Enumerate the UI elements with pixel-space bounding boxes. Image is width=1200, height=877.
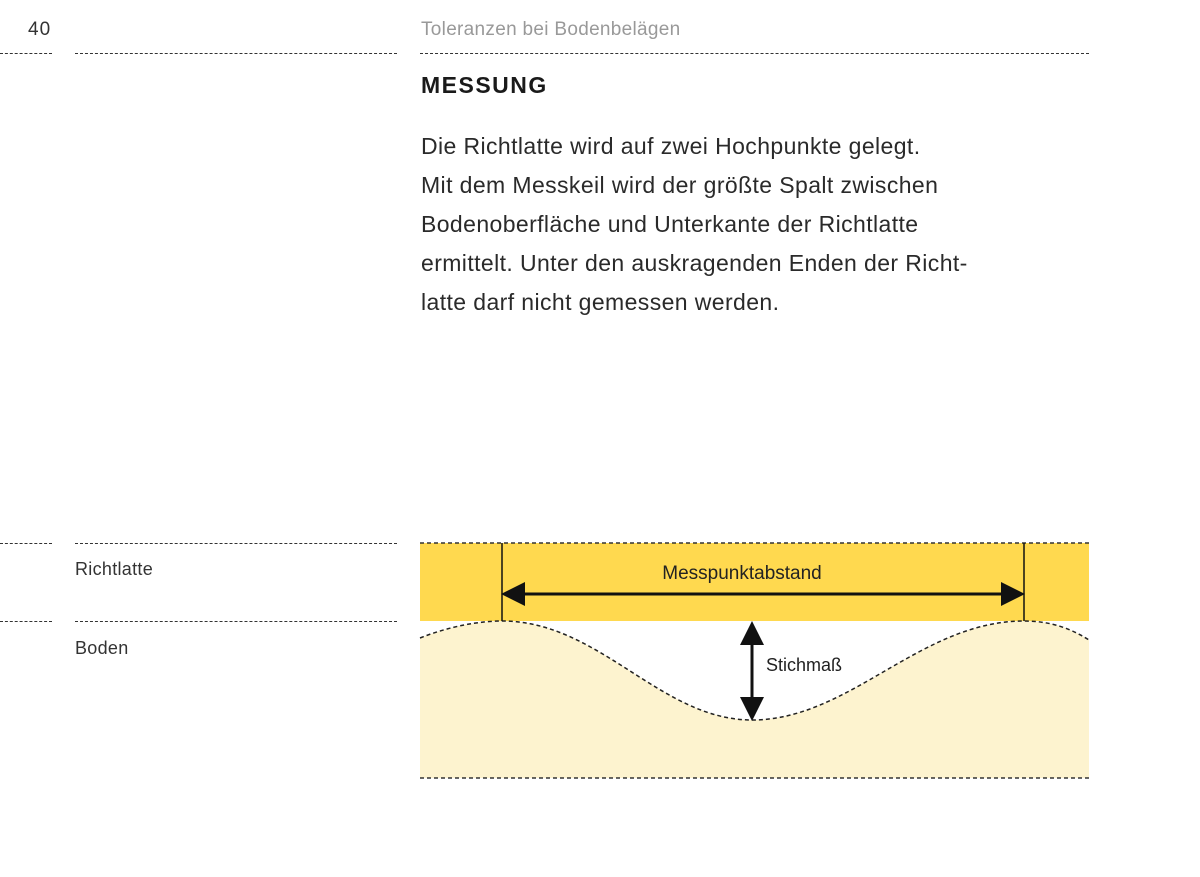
legend-divider-left xyxy=(0,621,52,622)
legend-label-straightedge: Richtlatte xyxy=(75,559,154,579)
paragraph-line: Bodenoberfläche und Unterkante der Richt… xyxy=(421,211,919,237)
paragraph-line: ermittelt. Unter den auskragenden Enden … xyxy=(421,250,968,276)
header-divider-middle xyxy=(75,53,397,54)
header-divider-left xyxy=(0,53,52,54)
running-title: Toleranzen bei Bodenbelägen xyxy=(421,19,681,40)
paragraph-line: Die Richtlatte wird auf zwei Hochpunkte … xyxy=(421,133,921,159)
legend-label-floor: Boden xyxy=(75,638,129,658)
gap-label: Stichmaß xyxy=(766,655,842,675)
section-title: MESSUNG xyxy=(421,72,548,98)
section-paragraph: Die Richtlatte wird auf zwei Hochpunkte … xyxy=(421,127,968,322)
span-label: Messpunktabstand xyxy=(662,563,822,584)
header-divider-right xyxy=(420,53,1089,54)
floor-surface xyxy=(420,621,1089,778)
legend-divider xyxy=(75,621,397,622)
floor-surface-outline xyxy=(419,620,1090,721)
paragraph-line: latte darf nicht gemessen werden. xyxy=(421,289,780,315)
legend-divider-left xyxy=(0,543,52,544)
paragraph-line: Mit dem Messkeil wird der größte Spalt z… xyxy=(421,172,939,198)
page-number: 40 xyxy=(28,19,52,40)
legend-divider xyxy=(75,543,397,544)
